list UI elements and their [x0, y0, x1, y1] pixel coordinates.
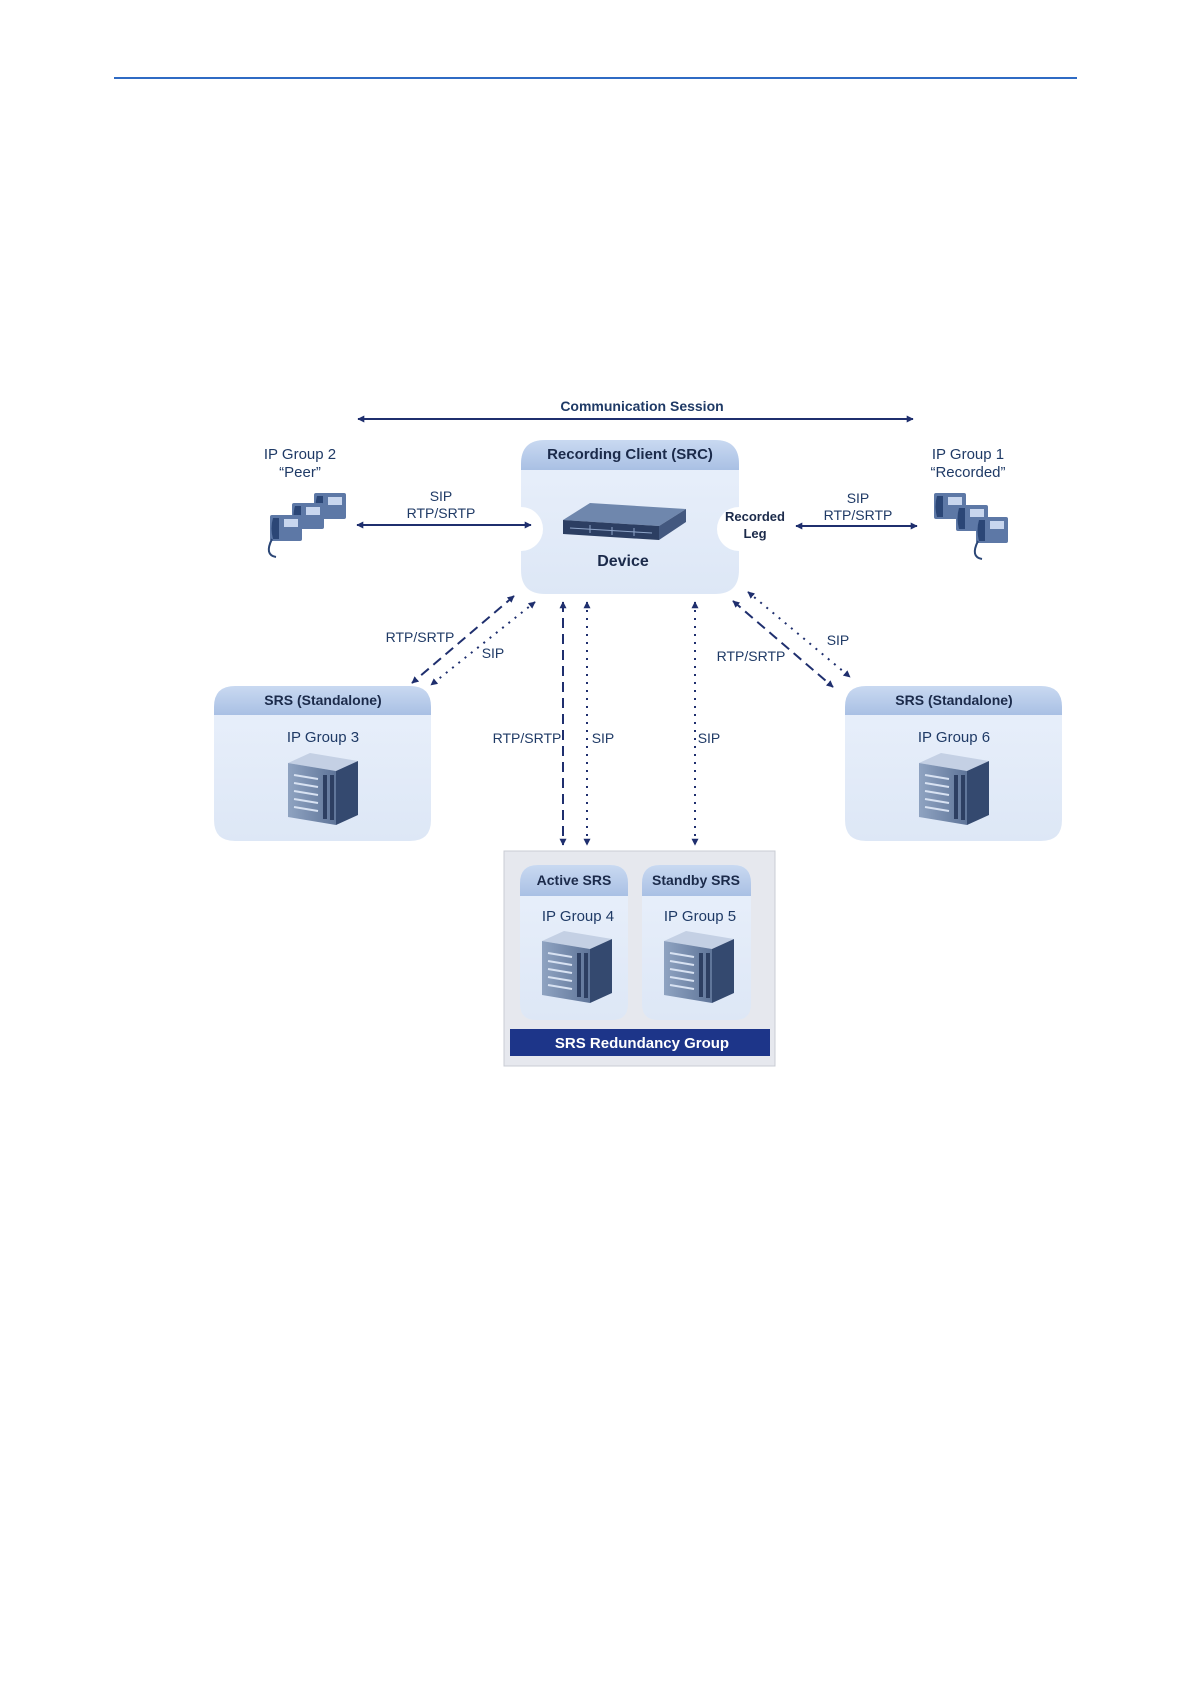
link-src-srs-right-sip: SIP	[827, 632, 850, 648]
active-srs-tab: Active SRS	[537, 872, 612, 888]
srs-standalone-left: SRS (Standalone) IP Group 3	[214, 686, 431, 841]
active-srs: Active SRS IP Group 4	[520, 865, 628, 1020]
link-peer-src-rtp: RTP/SRTP	[407, 505, 476, 521]
link-src-recorded-sip: SIP	[847, 490, 870, 506]
srs-standalone-right: SRS (Standalone) IP Group 6	[845, 686, 1062, 841]
link-src-redundancy-sip-1: SIP	[592, 730, 615, 746]
link-src-recorded: SIP RTP/SRTP	[796, 490, 917, 526]
server-icon	[664, 931, 734, 1003]
srs-standalone-left-tab: SRS (Standalone)	[264, 692, 381, 708]
ip-phones-icon	[934, 493, 1008, 559]
link-peer-src-sip: SIP	[430, 488, 453, 504]
link-src-srs-right-rtp: RTP/SRTP	[717, 648, 786, 664]
srs-standalone-right-tab: SRS (Standalone)	[895, 692, 1012, 708]
ip-phones-icon	[269, 493, 346, 557]
standby-srs: Standby SRS IP Group 5	[642, 865, 751, 1020]
srs-standalone-left-group: IP Group 3	[287, 729, 359, 746]
ip-group-2-role: “Peer”	[279, 464, 321, 481]
standby-srs-tab: Standby SRS	[652, 872, 740, 888]
link-src-srs-left-sip: SIP	[482, 645, 505, 661]
recorded-leg-label: Recorded	[725, 509, 785, 524]
link-src-redundancy-sip-2: SIP	[698, 730, 721, 746]
standby-srs-group: IP Group 5	[664, 908, 736, 925]
srs-redundancy-group: Active SRS IP Group 4 Standby SRS IP Gro…	[504, 851, 775, 1066]
active-srs-group: IP Group 4	[542, 908, 614, 925]
link-src-srs-left: RTP/SRTP SIP	[386, 596, 535, 685]
src-panel: Recording Client (SRC) Device Recorded L…	[521, 440, 785, 594]
device-label: Device	[597, 553, 649, 570]
ip-group-2: IP Group 2 “Peer”	[264, 446, 346, 557]
ip-group-2-label: IP Group 2	[264, 446, 336, 463]
ip-group-1-role: “Recorded”	[930, 464, 1005, 481]
link-src-srs-right: RTP/SRTP SIP	[717, 592, 850, 687]
srs-standalone-right-group: IP Group 6	[918, 729, 990, 746]
ip-group-1-label: IP Group 1	[932, 446, 1004, 463]
link-peer-src: SIP RTP/SRTP	[357, 488, 531, 525]
server-icon	[919, 753, 989, 825]
link-src-redundancy-rtp: RTP/SRTP	[493, 730, 562, 746]
link-src-redundancy: RTP/SRTP SIP SIP	[493, 602, 721, 845]
srs-redundancy-group-label: SRS Redundancy Group	[555, 1035, 729, 1052]
link-src-srs-left-rtp: RTP/SRTP	[386, 629, 455, 645]
src-tab-label: Recording Client (SRC)	[547, 446, 713, 463]
recorded-leg-label-2: Leg	[743, 526, 766, 541]
link-src-srs-right-rtp-arrow	[733, 601, 833, 687]
server-icon	[288, 753, 358, 825]
link-src-recorded-rtp: RTP/SRTP	[824, 507, 893, 523]
server-icon	[542, 931, 612, 1003]
communication-session-label: Communication Session	[560, 398, 723, 414]
communication-session: Communication Session	[358, 398, 913, 419]
ip-group-1: IP Group 1 “Recorded”	[930, 446, 1008, 559]
